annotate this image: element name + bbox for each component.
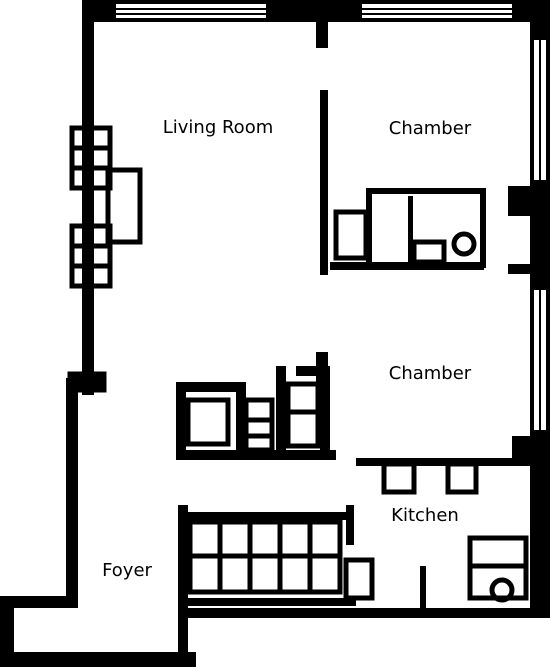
windows: [116, 4, 546, 430]
chamber2-bottom-wall: [356, 458, 532, 466]
bay-window-lower: [69, 223, 113, 289]
outer-left-bottom-wall: [0, 596, 14, 667]
fixtures: [67, 125, 529, 603]
chamber-1-label: Chamber: [389, 118, 472, 139]
living-left-wall: [82, 0, 94, 395]
bottom-wall-right: [182, 608, 550, 618]
living-room-label: Living Room: [163, 117, 274, 138]
chamber1-left-wall: [320, 90, 328, 275]
foyer-left-wall: [66, 378, 78, 608]
bay-window-upper: [69, 125, 113, 191]
bay-radiator: [105, 167, 143, 245]
window-living: [116, 4, 266, 18]
kitchen-label: Kitchen: [391, 505, 459, 526]
outer-left-step: [0, 596, 78, 608]
bottom-wall: [0, 652, 196, 667]
foyer-right-wall: [178, 505, 188, 667]
foyer-label: Foyer: [102, 560, 152, 581]
chamber-2-label: Chamber: [389, 363, 472, 384]
window-chamber: [362, 4, 512, 18]
room-labels: Living Room Chamber Chamber Kitchen Foye…: [102, 117, 472, 581]
interior-walls: [176, 18, 532, 610]
